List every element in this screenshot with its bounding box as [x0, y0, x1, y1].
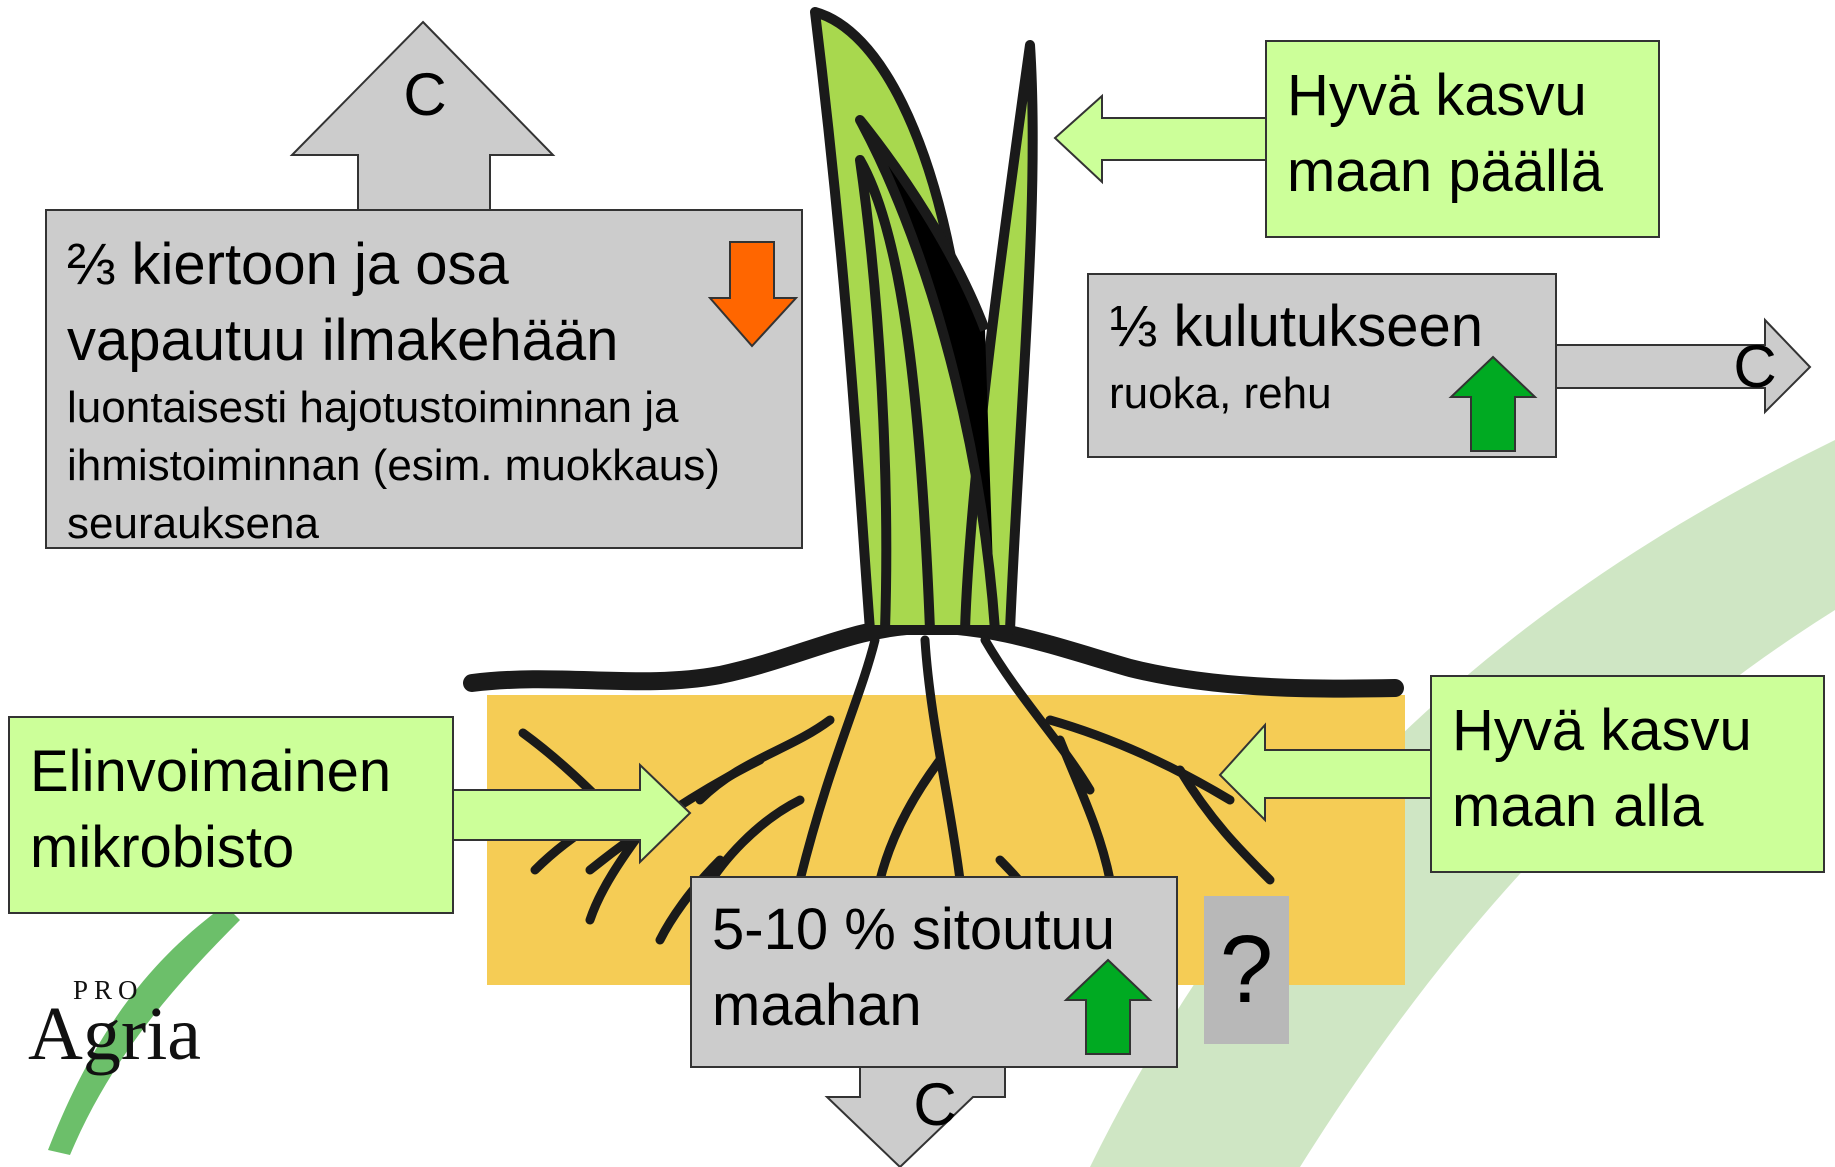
soil-line1: 5-10 % sitoutuu	[712, 892, 1176, 968]
above-ground-line2: maan päällä	[1287, 134, 1658, 210]
plant	[815, 12, 1033, 630]
top-left-detail2: ihmistoiminnan (esim. muokkaus)	[67, 437, 801, 495]
top-left-detail3: seurauksena	[67, 495, 801, 553]
logo-agria-text: Agria	[28, 989, 201, 1079]
microbes-line2: mikrobisto	[30, 810, 452, 886]
top-left-arrow-label: C	[390, 65, 460, 125]
top-left-line1: ⅔ kiertoon ja osa	[67, 227, 801, 303]
question-mark: ?	[1220, 916, 1273, 1023]
microbes-line1: Elinvoimainen	[30, 734, 452, 810]
consumption-arrow-label: C	[1725, 337, 1785, 397]
consumption-line1: ⅓ kulutukseen	[1109, 289, 1555, 365]
below-ground-line1: Hyvä kasvu	[1452, 693, 1823, 769]
below-ground-box: Hyvä kasvu maan alla	[1430, 675, 1825, 873]
top-left-line2: vapautuu ilmakehään	[67, 303, 801, 379]
arrow-down-icon	[708, 240, 800, 350]
above-ground-line1: Hyvä kasvu	[1287, 58, 1658, 134]
below-ground-line2: maan alla	[1452, 769, 1823, 845]
question-mark-box: ?	[1204, 896, 1289, 1044]
soil-arrow-label: C	[900, 1075, 970, 1135]
top-left-detail1: luontaisesti hajotustoiminnan ja	[67, 379, 801, 437]
consumption-arrow-up-icon	[1447, 355, 1539, 453]
soil-arrow-up-icon	[1062, 958, 1154, 1056]
top-left-box: ⅔ kiertoon ja osa vapautuu ilmakehään lu…	[45, 209, 803, 549]
microbes-box: Elinvoimainen mikrobisto	[8, 716, 454, 914]
above-ground-box: Hyvä kasvu maan päällä	[1265, 40, 1660, 238]
